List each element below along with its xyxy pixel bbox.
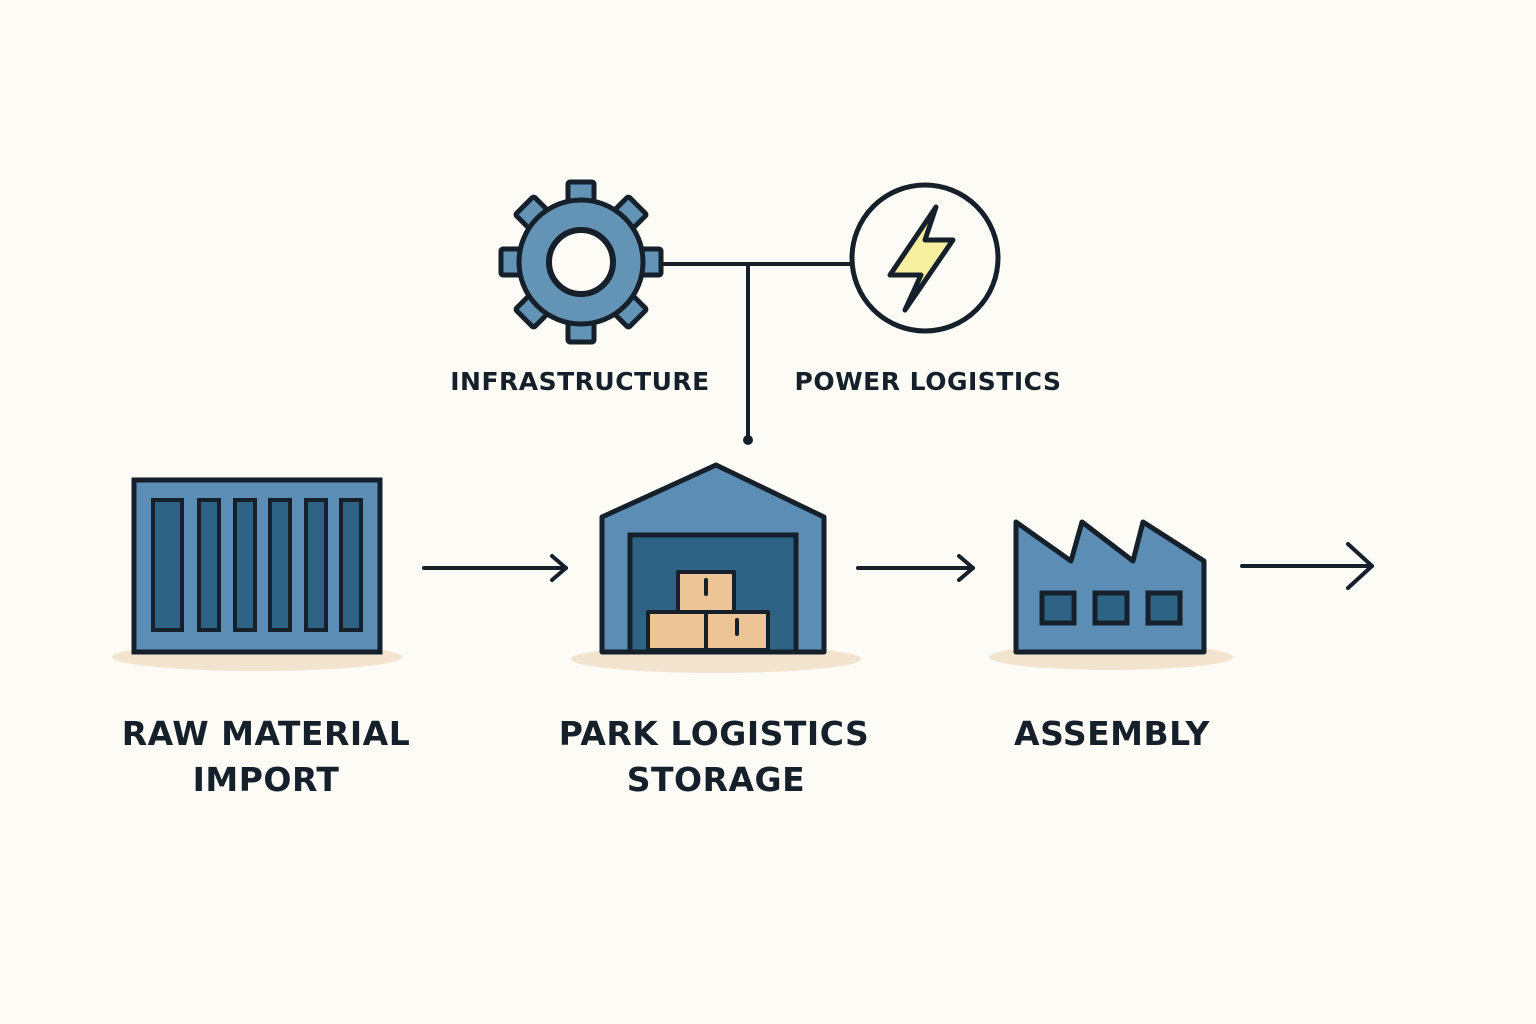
shipping-container-icon [112,477,402,671]
gear-icon [498,179,664,345]
warehouse-icon [571,462,861,673]
factory-icon [989,519,1233,670]
raw-material-import-label-line2: IMPORT [193,760,340,799]
infrastructure-power-connector [662,262,852,445]
power-logistics-label: POWER LOGISTICS [795,367,1062,396]
flow-arrow [1240,542,1374,590]
lightning-bolt-icon [849,182,1001,334]
raw-material-import-label-line1: RAW MATERIAL [122,714,410,753]
infrastructure-label: INFRASTRUCTURE [450,367,710,396]
assembly-label: ASSEMBLY [1014,714,1211,753]
park-logistics-storage-label-line2: STORAGE [627,760,805,799]
park-logistics-storage-label-line1: PARK LOGISTICS [559,714,870,753]
flow-arrow [856,554,975,582]
flow-arrow [422,554,568,582]
